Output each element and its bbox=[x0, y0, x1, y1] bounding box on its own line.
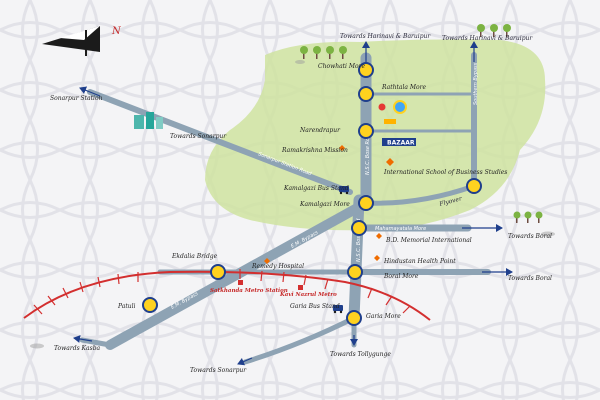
school-icon bbox=[386, 158, 394, 166]
roads bbox=[79, 52, 491, 365]
road-sonarpur-station bbox=[87, 89, 353, 195]
hospital-icon-remedy bbox=[264, 258, 270, 264]
label-nsc-bose-upper: N.S.C. Bose Road bbox=[365, 131, 371, 175]
junction-patuli bbox=[142, 297, 158, 313]
spencers-logo: BAZAAR bbox=[382, 138, 416, 147]
label-remedy-hospital: Remedy Hospital bbox=[251, 263, 304, 270]
junction-chowhati-more bbox=[358, 62, 374, 78]
label-towards-harinavi-2: Towards Harinavi & Baruipur bbox=[442, 35, 533, 42]
label-mahamayatala-more: Mahamayatala More bbox=[375, 226, 426, 232]
label-towards-tollygunge: Towards Tollygunge bbox=[330, 351, 391, 358]
metro-icons bbox=[238, 280, 303, 290]
junction-boral-more bbox=[347, 264, 363, 280]
label-garia-more: Garia More bbox=[366, 313, 401, 320]
label-towards-harinavi-1: Towards Harinavi & Baruipur bbox=[340, 33, 431, 40]
compass: N bbox=[42, 26, 122, 56]
label-satkhanda-metro: Satkhanda Metro Station bbox=[210, 288, 288, 294]
ground-marks bbox=[30, 60, 555, 349]
junction-ekdalia bbox=[210, 264, 226, 280]
label-garia-bus-stand: Garia Bus Stand bbox=[290, 303, 340, 310]
hospital-icon-bd bbox=[376, 233, 382, 239]
label-towards-boral-2: Towards Boral bbox=[508, 275, 552, 282]
label-boral-more: Boral More bbox=[383, 273, 419, 280]
junction-rathtala-more bbox=[358, 86, 374, 102]
label-kamalgazi-more: Kamalgazi More bbox=[299, 201, 350, 208]
label-towards-sonarpur-2: Towards Sonarpur bbox=[190, 367, 247, 374]
hospital-icon-hindustan bbox=[374, 255, 380, 261]
mission-icon bbox=[339, 145, 345, 151]
bus-stand-garia-icon bbox=[333, 305, 343, 314]
label-narendrapur: Narendrapur bbox=[299, 127, 341, 134]
metro-ticks bbox=[33, 269, 411, 315]
metro-station-icon-kavi bbox=[298, 285, 303, 290]
label-southern-bypass: Southern Bypass bbox=[473, 62, 479, 105]
landmark-markers bbox=[264, 145, 394, 264]
road-garia-southwest bbox=[242, 315, 357, 365]
metro-line bbox=[23, 270, 431, 321]
junction-mahamayatala bbox=[351, 220, 367, 236]
label-chowhati-more: Chowhati More bbox=[318, 63, 366, 70]
label-hindustan-health-point: Hindustan Health Point bbox=[383, 258, 456, 265]
arrow-towards-kasba bbox=[73, 335, 93, 343]
direction-arrows bbox=[73, 41, 513, 366]
junction-garia-more bbox=[346, 310, 362, 326]
label-towards-boral-1: Towards Boral bbox=[508, 233, 552, 240]
road-flyover bbox=[363, 183, 477, 206]
junction-narendrapur bbox=[358, 123, 374, 139]
green-zone bbox=[205, 39, 546, 231]
junction-southern-bypass bbox=[466, 178, 482, 194]
label-sonarpur-station: Sonarpur Station bbox=[50, 95, 103, 102]
bus-stand-kamalgazi-icon bbox=[339, 186, 349, 195]
label-patuli: Patuli bbox=[117, 303, 136, 310]
label-kavi-nazrul-metro: Kavi Nazrul Metro bbox=[279, 292, 337, 298]
label-ekdalia-bridge: Ekdalia Bridge bbox=[171, 253, 218, 260]
road-nsc-bose-lower bbox=[348, 194, 365, 324]
road-em-bypass bbox=[105, 202, 364, 350]
arrow-sonarpur-station bbox=[79, 86, 101, 97]
landmark-logo-icon bbox=[378, 100, 407, 124]
spencers-chip-text: BAZAAR bbox=[387, 140, 415, 147]
metro-station-icon-satkhanda bbox=[238, 280, 243, 285]
label-kamalgazi-bus-stand: Kamalgazi Bus Stand bbox=[283, 185, 349, 192]
junction-kamalgazi-more bbox=[358, 195, 374, 211]
label-nsc-bose-lower: N.S.C. Bose Road bbox=[356, 218, 362, 262]
label-international-school: International School of Business Studies bbox=[383, 169, 507, 176]
road-kasba bbox=[79, 337, 113, 348]
building-icon bbox=[134, 112, 163, 129]
tree-group-north-2 bbox=[477, 24, 511, 37]
label-towards-kasba: Towards Kasba bbox=[54, 345, 101, 352]
junctions bbox=[142, 62, 482, 326]
compass-north-letter: N bbox=[111, 26, 122, 37]
arrow-towards-sonarpur-2 bbox=[237, 357, 253, 366]
label-ramakrishna-mission: Ramakrishna Mission bbox=[281, 147, 348, 154]
tree-group-north-1 bbox=[300, 46, 347, 59]
label-bd-memorial: B.D. Memorial International bbox=[385, 237, 472, 244]
label-rathtala-more: Rathtala More bbox=[381, 84, 427, 91]
label-towards-sonarpur: Towards Sonarpur bbox=[170, 133, 227, 140]
tree-group-east bbox=[513, 211, 543, 223]
